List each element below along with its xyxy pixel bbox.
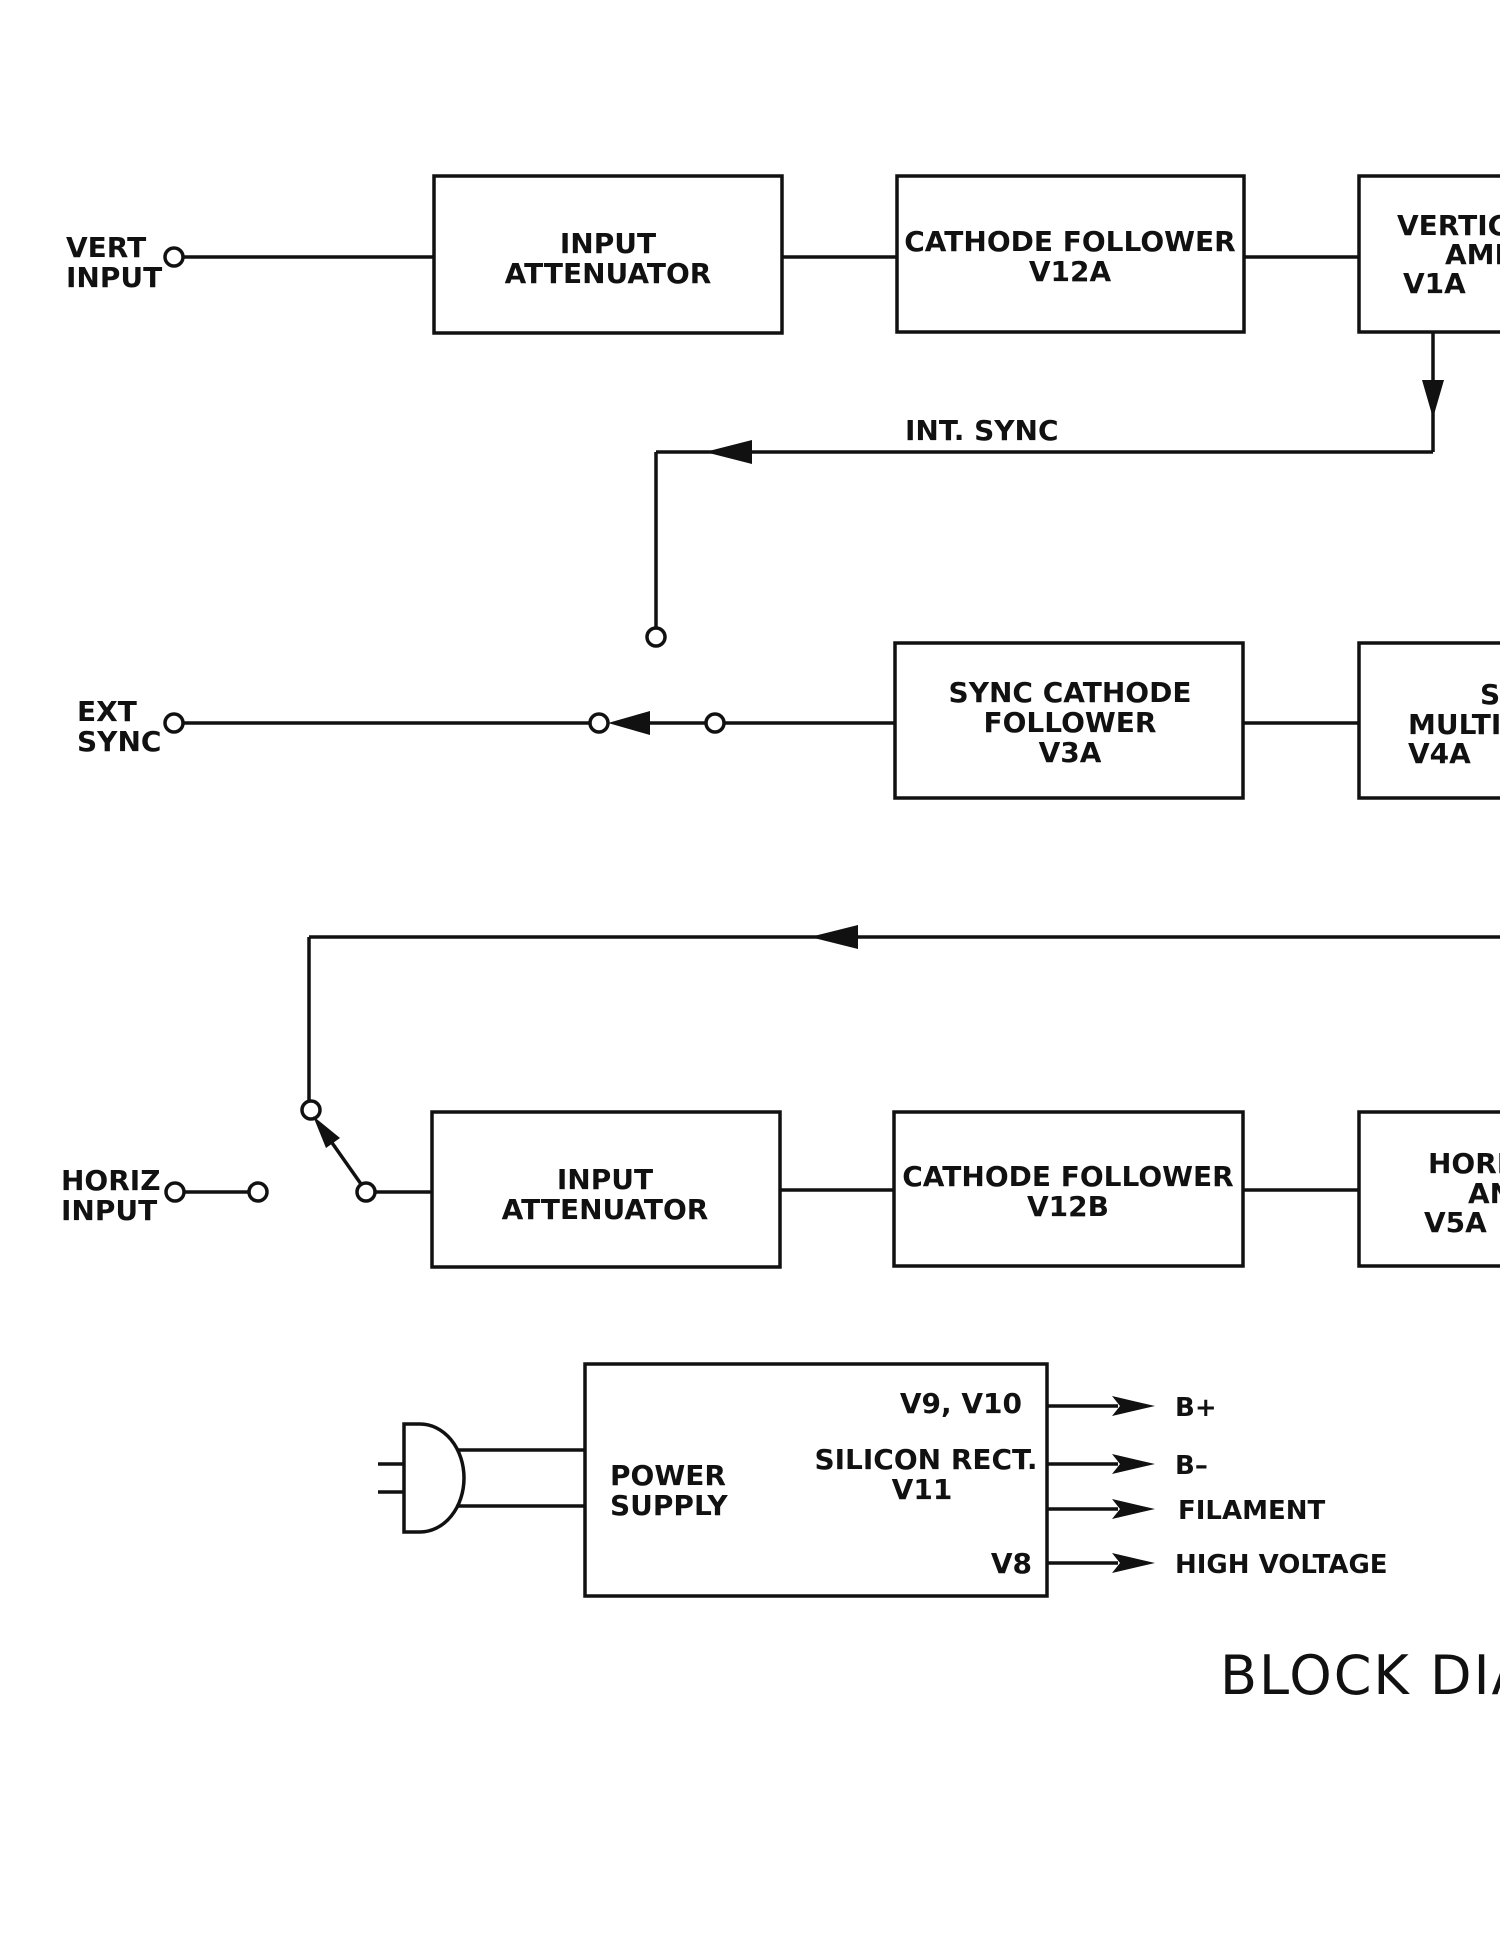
vert-input-terminal[interactable]: VERT INPUT — [66, 231, 185, 294]
horiz-switch-arrow — [313, 1116, 340, 1148]
power-supply-silicon-rect-label: SILICON RECT. — [814, 1443, 1037, 1476]
output-high-voltage-label: HIGH VOLTAGE — [1175, 1550, 1388, 1580]
output-b-minus: B– — [1047, 1451, 1208, 1481]
sync-switch-ext-contact[interactable] — [588, 712, 610, 734]
horiz-input-attenuator-label-line2: ATTENUATOR — [502, 1193, 709, 1226]
horiz-input-label-line2: INPUT — [61, 1194, 157, 1227]
output-b-minus-arrow — [1112, 1454, 1155, 1474]
vertical-amp-block: VERTIC AMP V1A — [1357, 174, 1500, 334]
output-high-voltage-arrow — [1112, 1553, 1155, 1573]
vertical-amp-label-line3: V1A — [1403, 267, 1466, 300]
power-supply-label-line1: POWER — [610, 1459, 726, 1492]
sync-cathode-follower-box — [893, 641, 1245, 800]
sync-cathode-follower-block: SYNC CATHODE FOLLOWER V3A — [893, 641, 1245, 800]
horiz-input-jack[interactable] — [164, 1181, 186, 1203]
power-supply-tubes-v9-v10: V9, V10 — [900, 1387, 1022, 1420]
diagram-title: BLOCK DIA — [1220, 1644, 1500, 1707]
vertical-amp-box — [1357, 174, 1500, 334]
ac-plug-body — [402, 1422, 466, 1534]
output-filament-label: FILAMENT — [1178, 1496, 1326, 1526]
power-supply-v8-label: V8 — [991, 1547, 1032, 1580]
vertical-amp-label-line2: AMP — [1445, 238, 1500, 271]
int-sync-switch-contact[interactable] — [645, 626, 667, 648]
horiz-switch-sweep-contact[interactable] — [300, 1099, 322, 1121]
horiz-input-terminal[interactable]: HORIZ INPUT — [61, 1164, 186, 1227]
power-supply-v11-label: V11 — [892, 1473, 953, 1506]
sweep-multivibrator-label-line1: S — [1480, 678, 1500, 711]
vert-input-attenuator-label-line2: ATTENUATOR — [505, 257, 712, 290]
horiz-input-attenuator-block: INPUT ATTENUATOR — [430, 1110, 782, 1269]
vert-input-attenuator-label-line1: INPUT — [560, 227, 656, 260]
horiz-switch-ext-contact[interactable] — [247, 1181, 269, 1203]
power-supply-label-line2: SUPPLY — [610, 1489, 728, 1522]
horiz-cathode-follower-label-line1: CATHODE FOLLOWER — [902, 1160, 1234, 1193]
sync-cathode-follower-label-line2: FOLLOWER — [984, 706, 1157, 739]
horizontal-amp-label-line2: AN — [1468, 1177, 1500, 1210]
power-supply-block: POWER SUPPLY V9, V10 SILICON RECT. V11 V… — [583, 1362, 1049, 1598]
int-sync-down-arrow — [1422, 380, 1444, 418]
output-b-minus-label: B– — [1175, 1451, 1208, 1481]
ext-sync-jack[interactable] — [163, 712, 185, 734]
horiz-input-attenuator-label-line1: INPUT — [557, 1163, 653, 1196]
output-b-plus-label: B+ — [1175, 1393, 1217, 1423]
sync-cathode-follower-label-line1: SYNC CATHODE — [949, 676, 1192, 709]
horizontal-amp-label-line3: V5A — [1424, 1206, 1487, 1239]
horiz-input-label-line1: HORIZ — [61, 1164, 161, 1197]
output-filament: FILAMENT — [1047, 1496, 1326, 1526]
vert-input-attenuator-block: INPUT ATTENUATOR — [432, 174, 784, 335]
sync-switch-common-contact[interactable] — [704, 712, 726, 734]
horiz-cathode-follower-block: CATHODE FOLLOWER V12B — [892, 1110, 1245, 1268]
sweep-multivibrator-block: S MULTI V4A — [1357, 641, 1500, 800]
vert-cathode-follower-label-line2: V12A — [1029, 255, 1112, 288]
sweep-return-arrow — [810, 925, 858, 949]
vert-input-label-line1: VERT — [66, 231, 146, 264]
horizontal-amp-label-line1: HORI — [1428, 1147, 1500, 1180]
horizontal-amp-box — [1357, 1110, 1500, 1268]
horiz-cathode-follower-box — [892, 1110, 1245, 1268]
sweep-multivibrator-box — [1357, 641, 1500, 800]
int-sync-label: INT. SYNC — [905, 414, 1059, 447]
vert-cathode-follower-block: CATHODE FOLLOWER V12A — [895, 174, 1246, 334]
horizontal-amp-block: HORI AN V5A — [1357, 1110, 1500, 1268]
vert-input-attenuator-box — [432, 174, 784, 335]
vertical-amp-label-line1: VERTIC — [1397, 209, 1500, 242]
power-supply-box — [583, 1362, 1049, 1598]
horiz-switch-common-contact[interactable] — [355, 1181, 377, 1203]
output-filament-arrow — [1112, 1499, 1155, 1519]
output-b-plus-arrow — [1112, 1396, 1155, 1416]
ext-sync-label-line1: EXT — [77, 695, 137, 728]
vert-cathode-follower-label-line1: CATHODE FOLLOWER — [904, 225, 1236, 258]
output-b-plus: B+ — [1047, 1393, 1217, 1423]
output-high-voltage: HIGH VOLTAGE — [1047, 1550, 1388, 1580]
ext-sync-terminal[interactable]: EXT SYNC — [77, 695, 185, 758]
vert-input-jack[interactable] — [163, 246, 185, 268]
ext-sync-label-line2: SYNC — [77, 725, 161, 758]
int-sync-left-arrow — [705, 440, 752, 464]
sweep-multivibrator-label-line2: MULTI — [1408, 708, 1500, 741]
sync-cathode-follower-label-line3: V3A — [1039, 736, 1102, 769]
horiz-cathode-follower-label-line2: V12B — [1027, 1190, 1109, 1223]
vert-input-label-line2: INPUT — [66, 261, 162, 294]
vert-cathode-follower-box — [895, 174, 1246, 334]
ac-plug-icon — [378, 1422, 466, 1534]
sync-switch-arrow — [608, 711, 650, 735]
sweep-multivibrator-label-line3: V4A — [1408, 737, 1471, 770]
